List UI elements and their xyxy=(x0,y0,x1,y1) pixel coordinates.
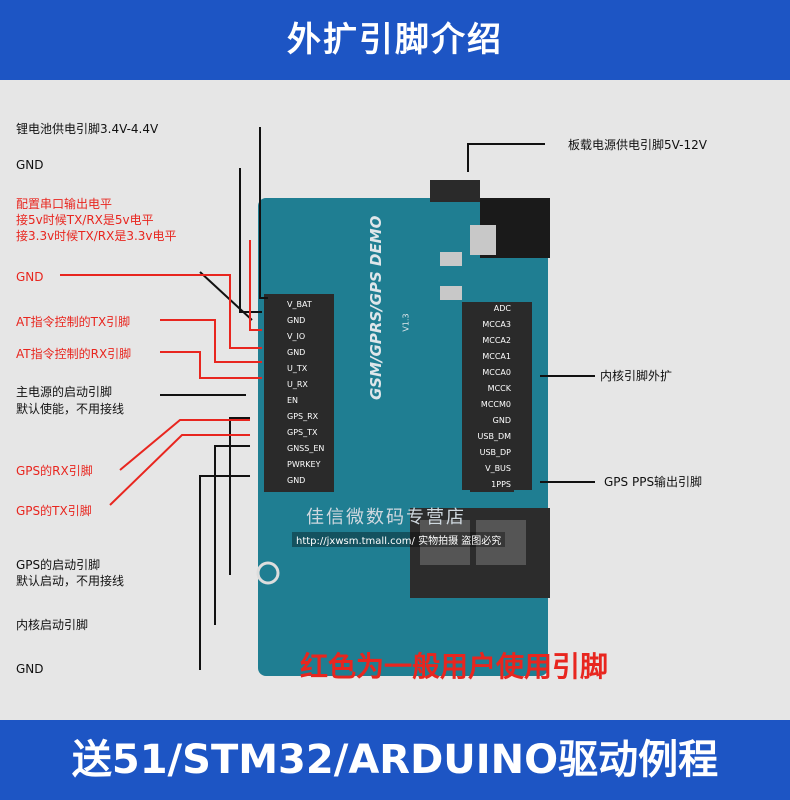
right-pin: V_BUS xyxy=(470,462,514,476)
left-pin: U_TX xyxy=(284,362,334,376)
left-label: 默认使能，不用接线 xyxy=(16,402,125,416)
shop-watermark: 佳信微数码专营店 xyxy=(306,507,466,528)
right-pin: 1PPS xyxy=(470,478,514,492)
left-pin: V_BAT xyxy=(284,298,334,312)
left-label: 内核启动引脚 xyxy=(16,618,89,632)
left-label: 锂电池供电引脚3.4V-4.4V xyxy=(16,122,159,136)
component-1 xyxy=(470,225,496,255)
left-label: 接5v时候TX/RX是5v电平 xyxy=(16,213,154,227)
left-label: 配置串口输出电平 xyxy=(16,197,113,211)
usb-port xyxy=(420,520,470,565)
left-pin: GNSS_EN xyxy=(284,442,334,456)
mount-hole-bottom xyxy=(256,561,280,585)
right-label: GPS PPS输出引脚 xyxy=(604,475,703,489)
right-pin: USB_DM xyxy=(470,430,514,444)
right-pin: MCCA1 xyxy=(470,350,514,364)
right-pin: ADC xyxy=(470,302,514,316)
left-pin: GPS_RX xyxy=(284,410,334,424)
left-label: GPS的TX引脚 xyxy=(16,504,92,518)
board-illustration xyxy=(60,127,595,676)
left-label: 主电源的启动引脚 xyxy=(16,385,113,399)
left-label: GND xyxy=(16,270,44,284)
left-label: GPS的启动引脚 xyxy=(16,558,101,572)
top-banner: 外扩引脚介绍 xyxy=(0,0,790,80)
arrows-right xyxy=(467,143,595,483)
left-label: GND xyxy=(16,662,44,676)
left-label: AT指令控制的TX引脚 xyxy=(16,315,131,329)
usb-port-2 xyxy=(476,520,526,565)
right-label: 板载电源供电引脚5V-12V xyxy=(568,138,707,152)
component-2 xyxy=(440,252,462,266)
right-label: 内核引脚外扩 xyxy=(600,369,673,383)
left-label: GPS的RX引脚 xyxy=(16,464,93,478)
left-pin: V_IO xyxy=(284,330,334,344)
left-pin: GPS_TX xyxy=(284,426,334,440)
right-pin: MCCA3 xyxy=(470,318,514,332)
right-pin: USB_DP xyxy=(470,446,514,460)
left-label: AT指令控制的RX引脚 xyxy=(16,347,132,361)
left-label: GND xyxy=(16,158,44,172)
red-pin-note: 红色为一般用户使用引脚 xyxy=(300,650,609,683)
left-pin: GND xyxy=(284,474,334,488)
right-pin: MCCM0 xyxy=(470,398,514,412)
power-jack xyxy=(430,180,480,202)
left-pin: PWRKEY xyxy=(284,458,334,472)
right-pin: MCCK xyxy=(470,382,514,396)
left-pin: GND xyxy=(284,314,334,328)
left-label: 默认启动，不用接线 xyxy=(16,574,125,588)
left-pin: EN xyxy=(284,394,334,408)
right-pin: MCCA0 xyxy=(470,366,514,380)
left-label: 接3.3v时候TX/RX是3.3v电平 xyxy=(16,229,177,243)
bottom-banner: 送51/STM32/ARDUINO驱动例程 xyxy=(0,720,790,800)
arrows-left-red xyxy=(60,240,262,506)
right-pin: GND xyxy=(470,414,514,428)
arrows-left xyxy=(160,127,268,670)
left-pin: U_RX xyxy=(284,378,334,392)
board-silkscreen-name: GSM/GPRS/GPS DEMO xyxy=(367,215,385,400)
right-pin: MCCA2 xyxy=(470,334,514,348)
left-pin: GND xyxy=(284,346,334,360)
component-3 xyxy=(440,286,462,300)
board-version: V1.3 xyxy=(401,313,411,332)
shop-url: http://jxwsm.tmall.com/ 实物拍摄 盗图必究 xyxy=(292,532,506,547)
